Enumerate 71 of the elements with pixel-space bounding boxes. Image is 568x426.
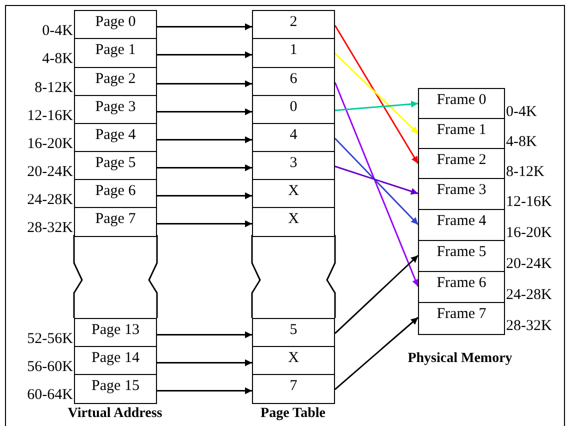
table-entry: 0 [252, 95, 335, 124]
page-cell: Page 14 [74, 346, 157, 376]
arrow [157, 23, 252, 30]
table-entry: 2 [252, 10, 335, 40]
address-label: 0-4K [42, 23, 73, 40]
address-label: 0-4K [506, 104, 537, 121]
arrow [157, 108, 252, 116]
address-label: 12-16K [506, 194, 552, 211]
address-label: 24-28K [27, 192, 73, 209]
page-cell: Page 4 [74, 123, 157, 152]
address-label: 20-24K [27, 164, 73, 181]
address-label: 16-20K [506, 225, 552, 242]
address-label: 28-32K [27, 220, 73, 237]
frame-cell: Frame 2 [418, 148, 505, 180]
column-title: Physical Memory [406, 350, 514, 367]
page-cell: Page 0 [74, 10, 157, 40]
arrow [157, 80, 252, 88]
page-cell: Page 15 [74, 374, 157, 404]
column-title: Page Table [260, 405, 326, 422]
arrow [334, 100, 418, 112]
page-cell: Page 1 [74, 38, 157, 68]
table-entry: X [252, 207, 335, 236]
frame-cell: Frame 5 [418, 240, 505, 272]
address-label: 52-56K [27, 331, 73, 348]
arrow [157, 359, 252, 366]
arrow [334, 52, 419, 134]
arrow [157, 192, 252, 200]
arrow [157, 51, 252, 58]
table-entry: 6 [252, 67, 335, 96]
address-label: 4-8K [42, 51, 73, 68]
frame-cell: Frame 6 [418, 271, 505, 304]
arrow [334, 25, 419, 164]
table-entry: 4 [252, 123, 335, 152]
address-label: 20-24K [506, 256, 552, 273]
page-cell: Page 6 [74, 179, 157, 208]
page-cell: Page 5 [74, 151, 157, 180]
arrow [334, 138, 419, 226]
page-cell: Page 3 [74, 95, 157, 124]
table-entry: 1 [252, 38, 335, 68]
arrow [157, 331, 252, 338]
table-entry: 7 [252, 374, 335, 404]
address-label: 28-32K [506, 318, 552, 335]
address-label: 4-8K [506, 134, 537, 151]
page-cell: Page 2 [74, 67, 157, 96]
address-label: 56-60K [27, 359, 73, 376]
arrow [334, 316, 418, 390]
arrow [157, 220, 252, 228]
table-entry: 3 [252, 151, 335, 180]
frame-cell: Frame 0 [418, 88, 505, 120]
address-label: 60-64K [27, 387, 73, 404]
arrow [157, 136, 252, 144]
address-label: 24-28K [506, 287, 552, 304]
frame-cell: Frame 7 [418, 302, 505, 334]
arrow [157, 164, 252, 172]
address-label: 8-12K [34, 80, 73, 97]
arrow [157, 387, 252, 394]
frame-cell: Frame 3 [418, 178, 505, 210]
arrow [334, 254, 419, 334]
table-entry: X [252, 346, 335, 376]
column-title: Virtual Address [66, 405, 164, 422]
arrow [334, 82, 419, 287]
page-cell: Page 7 [74, 207, 157, 236]
address-label: 8-12K [506, 164, 544, 181]
table-entry: X [252, 179, 335, 208]
address-label: 12-16K [27, 108, 73, 125]
page-cell: Page 13 [74, 318, 157, 348]
frame-cell: Frame 1 [418, 118, 505, 150]
address-label: 16-20K [27, 136, 73, 153]
table-entry: 5 [252, 318, 335, 348]
frame-cell: Frame 4 [418, 209, 505, 242]
arrow [334, 166, 418, 195]
